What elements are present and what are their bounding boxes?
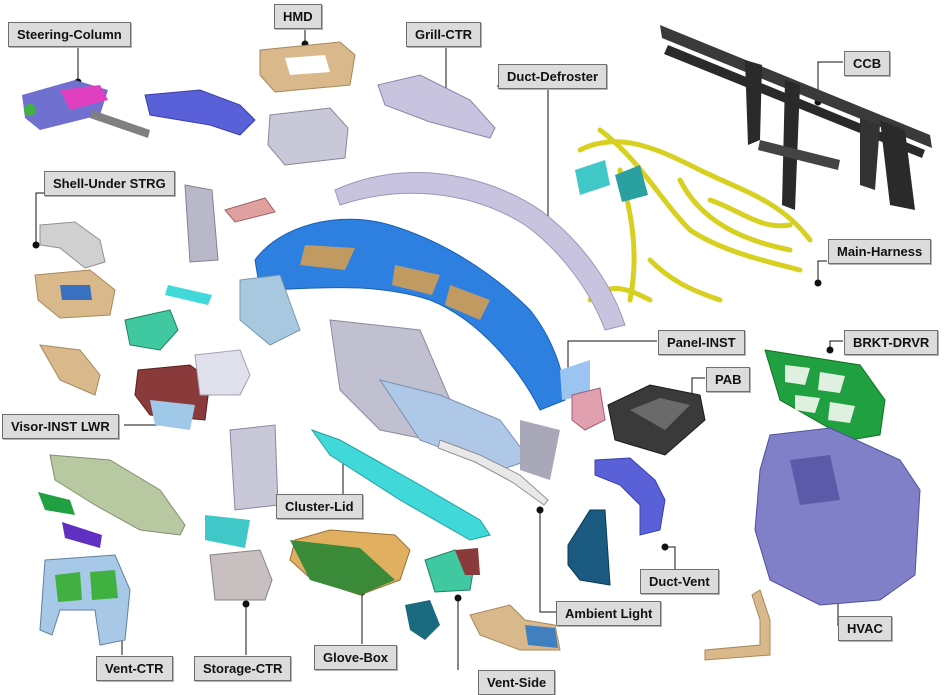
label-hmd: HMD — [274, 4, 322, 29]
purple-clip-part — [62, 522, 102, 548]
label-cluster-lid: Cluster-Lid — [276, 494, 363, 519]
ccb-part — [660, 25, 932, 210]
label-ccb: CCB — [844, 51, 891, 76]
label-vent-ctr: Vent-CTR — [96, 656, 173, 681]
label-shell-under-strg: Shell-Under STRG — [44, 171, 175, 196]
storage-tray-part — [229, 424, 279, 511]
grill-ctr-part — [377, 74, 496, 139]
duct-defroster-part — [334, 172, 626, 331]
label-hvac: HVAC — [838, 616, 892, 641]
cluster-lid-part — [310, 428, 491, 541]
vent-small-part — [124, 309, 179, 351]
hmd-window — [285, 55, 330, 75]
hvac-drain-pipe — [704, 589, 771, 661]
vent-passenger-part — [571, 387, 606, 431]
shell-under-strg-upper — [39, 221, 106, 269]
hvac-part — [754, 427, 921, 606]
knee-bolster-part — [567, 509, 611, 586]
shell-under-strg-accent — [60, 285, 92, 300]
label-main-harness: Main-Harness — [828, 239, 932, 264]
tan-bracket-accent — [525, 625, 558, 648]
cyan-clip-part — [165, 285, 212, 305]
harness-connector-box — [575, 160, 610, 195]
cluster-bracket-part — [150, 400, 195, 430]
lever-part — [39, 344, 101, 396]
visor-inst-lwr-part — [49, 454, 186, 536]
vent-side-small-part — [224, 197, 276, 223]
storage-cyan-part — [205, 515, 250, 548]
vent-ctr-grille-right — [90, 570, 118, 600]
label-ambient-light: Ambient Light — [556, 601, 662, 626]
label-pab: PAB — [706, 367, 751, 392]
harness-module — [615, 165, 648, 202]
brkt-drvr-openings — [785, 365, 855, 423]
ambient-light-part — [437, 439, 549, 506]
pab-inner — [630, 398, 690, 430]
label-steering-column: Steering-Column — [8, 22, 131, 47]
steering-column-part — [22, 80, 150, 138]
glove-box-lid — [290, 540, 395, 595]
vent-ctr-part — [39, 554, 131, 646]
panel-substructure-part — [239, 274, 560, 480]
green-clip-part — [38, 492, 75, 515]
storage-ctr-part — [209, 549, 273, 601]
vent-ctr-grille-left — [55, 572, 82, 602]
duct-vent-part — [594, 457, 666, 536]
vent-side-bezel — [455, 548, 480, 575]
label-grill-ctr: Grill-CTR — [406, 22, 482, 47]
panel-inst-part — [254, 218, 590, 411]
hvac-grille — [790, 455, 840, 505]
side-bracket-part — [184, 184, 219, 263]
main-harness-part — [577, 127, 813, 303]
label-duct-defroster: Duct-Defroster — [498, 64, 608, 89]
label-panel-inst: Panel-INST — [658, 330, 745, 355]
label-brkt-drvr: BRKT-DRVR — [844, 330, 939, 355]
label-glove-box: Glove-Box — [314, 645, 398, 670]
side-bracket-teal — [405, 600, 440, 640]
label-visor-inst-lwr: Visor-INST LWR — [2, 414, 119, 439]
duct-center-part — [144, 89, 256, 136]
cluster-cover-part — [194, 349, 251, 396]
label-storage-ctr: Storage-CTR — [194, 656, 292, 681]
label-vent-side: Vent-Side — [478, 670, 556, 695]
brkt-drvr-part — [764, 349, 886, 441]
hmd-unit-part — [267, 107, 349, 166]
label-duct-vent: Duct-Vent — [640, 569, 719, 594]
